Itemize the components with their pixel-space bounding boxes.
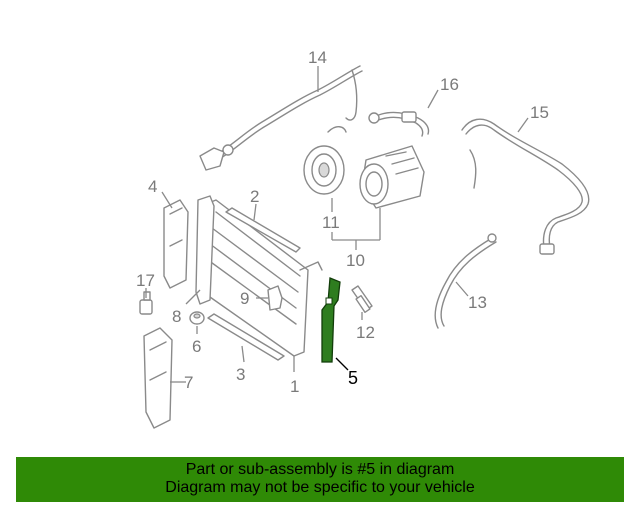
part-11-clutch xyxy=(303,126,347,195)
leader-4 xyxy=(161,191,173,209)
part-5-highlighted[interactable] xyxy=(321,277,341,363)
leader-13 xyxy=(455,281,469,297)
label-1: 1 xyxy=(290,377,299,396)
label-16: 16 xyxy=(440,75,459,94)
label-17: 17 xyxy=(136,271,155,290)
part-14-hose xyxy=(199,65,363,171)
leader-15 xyxy=(517,117,529,133)
label-8: 8 xyxy=(172,307,181,326)
part-9-block xyxy=(267,285,283,311)
label-12: 12 xyxy=(356,323,375,342)
banner-line-1: Part or sub-assembly is #5 in diagram xyxy=(185,461,455,478)
info-banner: Part or sub-assembly is #5 in diagram Di… xyxy=(16,457,624,502)
label-5: 5 xyxy=(348,368,358,388)
label-10: 10 xyxy=(346,251,365,270)
part-17-sensor xyxy=(139,291,153,315)
leader-2 xyxy=(253,203,257,221)
part-2-seal xyxy=(225,207,301,253)
leader-8 xyxy=(185,289,201,305)
label-6: 6 xyxy=(192,337,201,356)
part-4-panel xyxy=(163,199,189,289)
part-7-guide xyxy=(143,327,173,429)
label-2: 2 xyxy=(250,187,259,206)
compressor xyxy=(359,145,425,209)
leader-5 xyxy=(335,357,349,371)
label-9: 9 xyxy=(240,289,249,308)
leader-3 xyxy=(241,345,245,363)
label-3: 3 xyxy=(236,365,245,384)
condenser xyxy=(195,195,323,357)
label-14: 14 xyxy=(308,48,327,67)
leader-16 xyxy=(427,89,439,109)
part-15-hose xyxy=(461,118,590,255)
part-16-pipe xyxy=(368,111,430,137)
label-11: 11 xyxy=(322,213,340,232)
label-4: 4 xyxy=(148,177,157,196)
label-15: 15 xyxy=(530,103,549,122)
part-13-hose xyxy=(434,233,497,329)
part-6-grommet xyxy=(189,311,205,325)
part-3-seal xyxy=(207,313,285,361)
label-7: 7 xyxy=(184,373,193,392)
label-13: 13 xyxy=(468,293,487,312)
banner-line-2: Diagram may not be specific to your vehi… xyxy=(165,479,475,496)
part-12-bolt xyxy=(351,285,373,314)
